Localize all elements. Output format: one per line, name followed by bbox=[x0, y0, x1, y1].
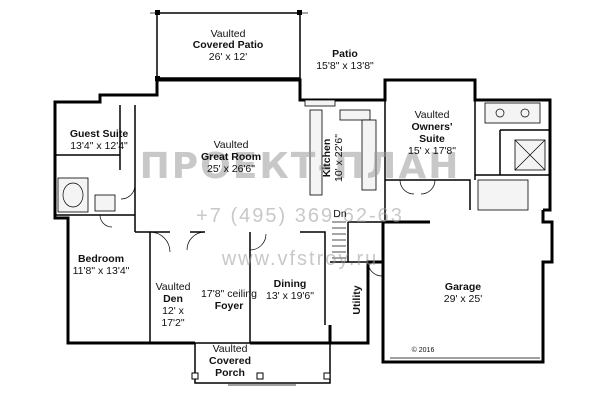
door-swings bbox=[99, 179, 436, 277]
utility-name: Utility bbox=[351, 285, 363, 314]
covered-porch-vaulted: Vaulted bbox=[213, 343, 248, 355]
owners-suite-name-1: Owners' bbox=[411, 121, 452, 133]
kitchen-fixtures bbox=[304, 99, 377, 196]
bedroom-size: 11'8" x 13'4" bbox=[73, 265, 130, 277]
foyer-name: Foyer bbox=[215, 300, 244, 312]
stair-down: Dn bbox=[333, 208, 347, 220]
den-vaulted: Vaulted bbox=[156, 281, 191, 293]
room-owners-suite: Vaulted Owners' Suite 15' x 17'8" bbox=[408, 109, 456, 157]
stair-down-label: Dn bbox=[333, 208, 347, 220]
owners-suite-name-2: Suite bbox=[419, 133, 445, 145]
kitchen-size: 10' x 22'6" bbox=[333, 134, 345, 182]
garage-size: 29' x 25' bbox=[444, 293, 482, 305]
room-covered-patio: Vaulted Covered Patio 26' x 12' bbox=[193, 28, 264, 63]
interior-walls bbox=[55, 100, 550, 343]
room-great-room: Vaulted Great Room 25' x 26'6" bbox=[201, 139, 261, 175]
watermark-phone: +7 (495) 369-62-63 bbox=[196, 205, 404, 227]
room-patio: Patio 15'8" x 13'8" bbox=[316, 48, 374, 72]
great-room-name: Great Room bbox=[201, 151, 261, 163]
room-kitchen: Kitchen 10' x 22'6" bbox=[321, 134, 345, 182]
covered-porch-name-1: Covered bbox=[209, 355, 251, 367]
den-size-2: 17'2" bbox=[161, 317, 185, 329]
watermark-brand: ПРОЕКТ-ПЛАН bbox=[140, 146, 461, 187]
covered-patio-name: Covered Patio bbox=[193, 39, 264, 51]
bathroom-fixtures bbox=[57, 102, 546, 213]
guest-suite-size: 13'4" x 12'4" bbox=[70, 140, 128, 152]
den-name: Den bbox=[163, 293, 183, 305]
covered-porch-outline bbox=[191, 342, 331, 386]
patio-size: 15'8" x 13'8" bbox=[316, 60, 374, 72]
great-room-size: 25' x 26'6" bbox=[207, 163, 255, 175]
foyer-ceiling-note: 17'8" ceiling bbox=[201, 288, 257, 300]
dining-size: 13' x 19'6" bbox=[266, 290, 314, 302]
room-den: Vaulted Den 12' x 17'2" bbox=[156, 281, 191, 329]
room-covered-porch: Vaulted Covered Porch bbox=[209, 343, 251, 379]
room-guest-suite: Guest Suite 13'4" x 12'4" bbox=[70, 128, 129, 152]
copyright-label: © 2016 bbox=[412, 346, 435, 354]
watermark-site: www.vfstroy.ru bbox=[221, 248, 379, 270]
great-room-vaulted: Vaulted bbox=[214, 139, 249, 151]
bedroom-name: Bedroom bbox=[78, 253, 124, 265]
guest-suite-name: Guest Suite bbox=[70, 128, 129, 140]
owners-suite-vaulted: Vaulted bbox=[415, 109, 450, 121]
dining-name: Dining bbox=[274, 278, 307, 290]
watermark: ПРОЕКТ-ПЛАН +7 (495) 369-62-63 www.vfstr… bbox=[140, 146, 461, 270]
kitchen-name: Kitchen bbox=[321, 139, 333, 178]
room-bedroom: Bedroom 11'8" x 13'4" bbox=[73, 253, 130, 277]
room-foyer: 17'8" ceiling Foyer bbox=[201, 288, 257, 312]
room-garage: Garage 29' x 25' © 2016 bbox=[412, 281, 483, 354]
den-size-1: 12' x bbox=[162, 305, 185, 317]
garage-name: Garage bbox=[445, 281, 481, 293]
covered-porch-name-2: Porch bbox=[215, 367, 245, 379]
patio-name: Patio bbox=[332, 48, 358, 60]
room-utility: Utility bbox=[351, 285, 363, 314]
covered-patio-size: 26' x 12' bbox=[209, 51, 247, 63]
owners-suite-size: 15' x 17'8" bbox=[408, 145, 456, 157]
covered-patio-vaulted: Vaulted bbox=[211, 28, 246, 40]
room-dining: Dining 13' x 19'6" bbox=[266, 278, 314, 302]
